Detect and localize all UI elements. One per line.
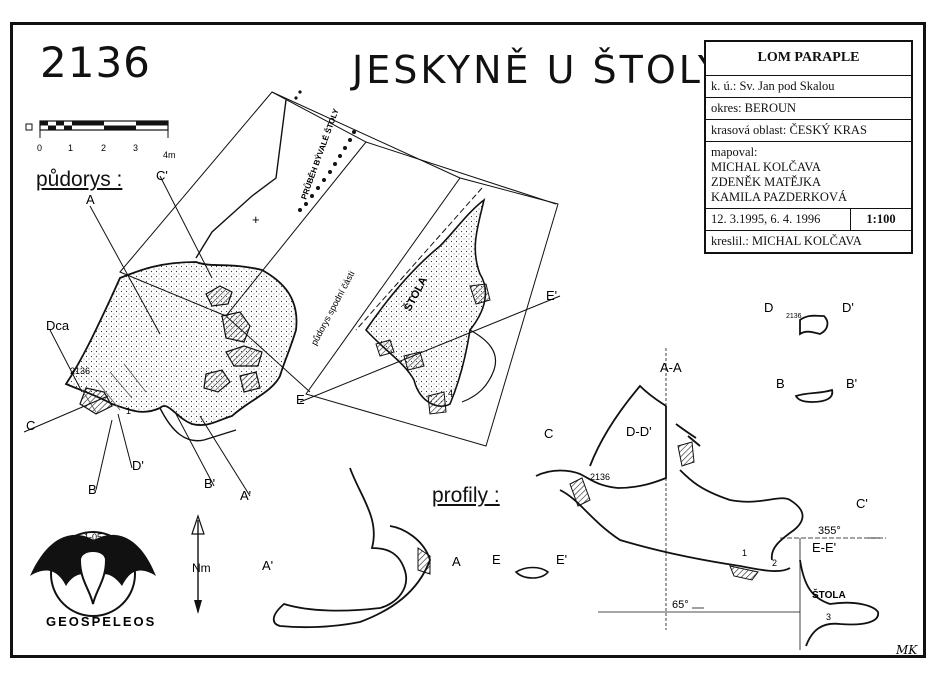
karst-area-text: krasová oblast: ČESKÝ KRAS — [706, 120, 911, 142]
logo-code: 1-05 — [84, 532, 102, 542]
section-label-b-prime: B' — [204, 476, 215, 491]
section-label-d-prime: D' — [132, 458, 144, 473]
survey-point-label: 4 — [448, 388, 453, 398]
survey-point-label: 1 — [742, 548, 747, 558]
section-label-c: C — [26, 418, 35, 433]
map-scale: 1:100 — [850, 209, 911, 230]
map-frame — [10, 22, 926, 658]
scale-tick-label: 1 — [68, 143, 73, 153]
map-title: JESKYNĚ U ŠTOLY — [352, 48, 725, 92]
profile-a-outline — [272, 467, 431, 629]
surveyors-block: mapoval: MICHAL KOLČAVA ZDENĚK MATĚJKA K… — [706, 142, 911, 209]
profile-label-e-prime: E' — [556, 552, 567, 567]
locality-name: LOM PARAPLE — [706, 42, 911, 76]
profile-label-aa: A-A — [660, 360, 682, 375]
profile-e-outline — [514, 566, 550, 579]
former-adit-label: PRŮBĚH BÝVALÉ ŠTOLY — [298, 107, 340, 201]
adit-centerline — [355, 187, 483, 331]
north-arrow — [191, 514, 205, 614]
survey-point-label: 1 — [126, 406, 131, 416]
scale-tick-label: 4m — [163, 150, 176, 160]
survey-cross: + — [252, 212, 260, 227]
section-label-b: B — [88, 482, 97, 497]
cave-plan-wall — [159, 407, 237, 442]
lower-part-outline — [364, 198, 487, 407]
survey-dates: 12. 3.1995, 6. 4. 1996 — [711, 212, 821, 226]
profile-label-c-prime: C' — [856, 496, 868, 511]
cave-number-marker: 2136 — [786, 313, 802, 320]
profile-a-rock — [417, 547, 431, 575]
surveyor-name: ZDENĚK MATĚJKA — [711, 175, 822, 189]
section-d-outline — [799, 314, 829, 336]
survey-point-label: 3 — [826, 612, 831, 622]
date-scale-row: 12. 3.1995, 6. 4. 1996 1:100 — [706, 209, 911, 231]
section-b-outline — [794, 388, 834, 403]
section-lines-plan — [23, 175, 251, 497]
scale-tick-label: 2 — [101, 143, 106, 153]
lower-part-plan-label: půdorys spodní části — [309, 269, 357, 347]
cross-section-label-d: D — [764, 300, 773, 315]
scale-tick-label: 3 — [133, 143, 138, 153]
cross-section-label-d-prime: D' — [842, 300, 854, 315]
cave-number: 2136 — [40, 38, 151, 87]
cadastre-text: k. ú.: Sv. Jan pod Skalou — [706, 76, 911, 98]
profile-c-rock — [569, 477, 591, 507]
logo-text: GEOSPELEOS — [46, 614, 156, 629]
lower-part-blocks — [375, 283, 491, 415]
profile-c-outline — [535, 384, 879, 647]
profile-label-ee: E-E' — [812, 540, 836, 555]
profile-label-a-prime: A' — [262, 558, 273, 573]
scale-bar: 0 1 2 3 4m — [25, 120, 176, 160]
cave-plan-entrance-shading — [81, 363, 147, 413]
north-label: Nm — [192, 561, 211, 575]
survey-point-label: 2 — [772, 558, 777, 568]
profiles-label: profily : — [432, 484, 500, 507]
azimuth-label: 65° — [672, 599, 689, 611]
profile-c-rock — [729, 565, 759, 581]
cave-number-marker: 2136 — [590, 472, 610, 482]
section-label-e-prime: E' — [546, 288, 557, 303]
geospeleos-logo: 1-05 GEOSPELEOS — [30, 531, 156, 629]
section-label-c-prime: C' — [156, 168, 168, 183]
section-line-e — [299, 295, 561, 403]
azimuth-label: 355° — [818, 525, 841, 537]
section-label-dca: Dca — [46, 318, 70, 333]
surveyor-name: KAMILA PAZDERKOVÁ — [711, 190, 848, 204]
profile-label-dd: D-D' — [626, 424, 652, 439]
section-label-e: E — [296, 392, 305, 407]
section-label-a: A — [86, 192, 95, 207]
scale-tick-label: 0 — [37, 143, 42, 153]
lower-part-right-wall — [461, 329, 497, 403]
section-label-a-prime: A' — [240, 488, 251, 503]
district-text: okres: BEROUN — [706, 98, 911, 120]
profile-reference-lines — [598, 348, 886, 650]
profile-c-rock — [677, 441, 695, 467]
cross-section-label-b: B — [776, 376, 785, 391]
drawn-by-text: kreslil.: MICHAL KOLČAVA — [711, 234, 862, 248]
plan-view-label: půdorys : — [36, 168, 123, 191]
cross-section-label-b-prime: B' — [846, 376, 857, 391]
adit-profile-label: ŠTOLA — [812, 588, 846, 601]
cave-number-marker: 2136 — [70, 366, 90, 376]
profile-label-a: A — [452, 554, 461, 569]
info-box: LOM PARAPLE k. ú.: Sv. Jan pod Skalou ok… — [704, 40, 913, 254]
former-adit-trace — [294, 90, 356, 212]
terrain-edge-line — [195, 99, 287, 259]
surveyor-name: MICHAL KOLČAVA — [711, 160, 821, 174]
author-signature: MK — [895, 643, 918, 657]
profile-label-e: E — [492, 552, 501, 567]
mapped-by-label: mapoval: — [711, 145, 758, 159]
profile-label-c: C — [544, 426, 553, 441]
